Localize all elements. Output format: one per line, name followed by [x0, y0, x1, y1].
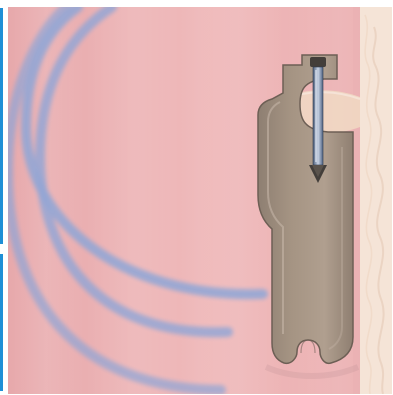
illustration-svg	[8, 7, 392, 394]
medical-illustration	[8, 7, 392, 394]
left-accent-bar-top	[0, 8, 3, 244]
left-accent-bar-bottom	[0, 254, 3, 391]
bone-strip	[353, 7, 392, 394]
